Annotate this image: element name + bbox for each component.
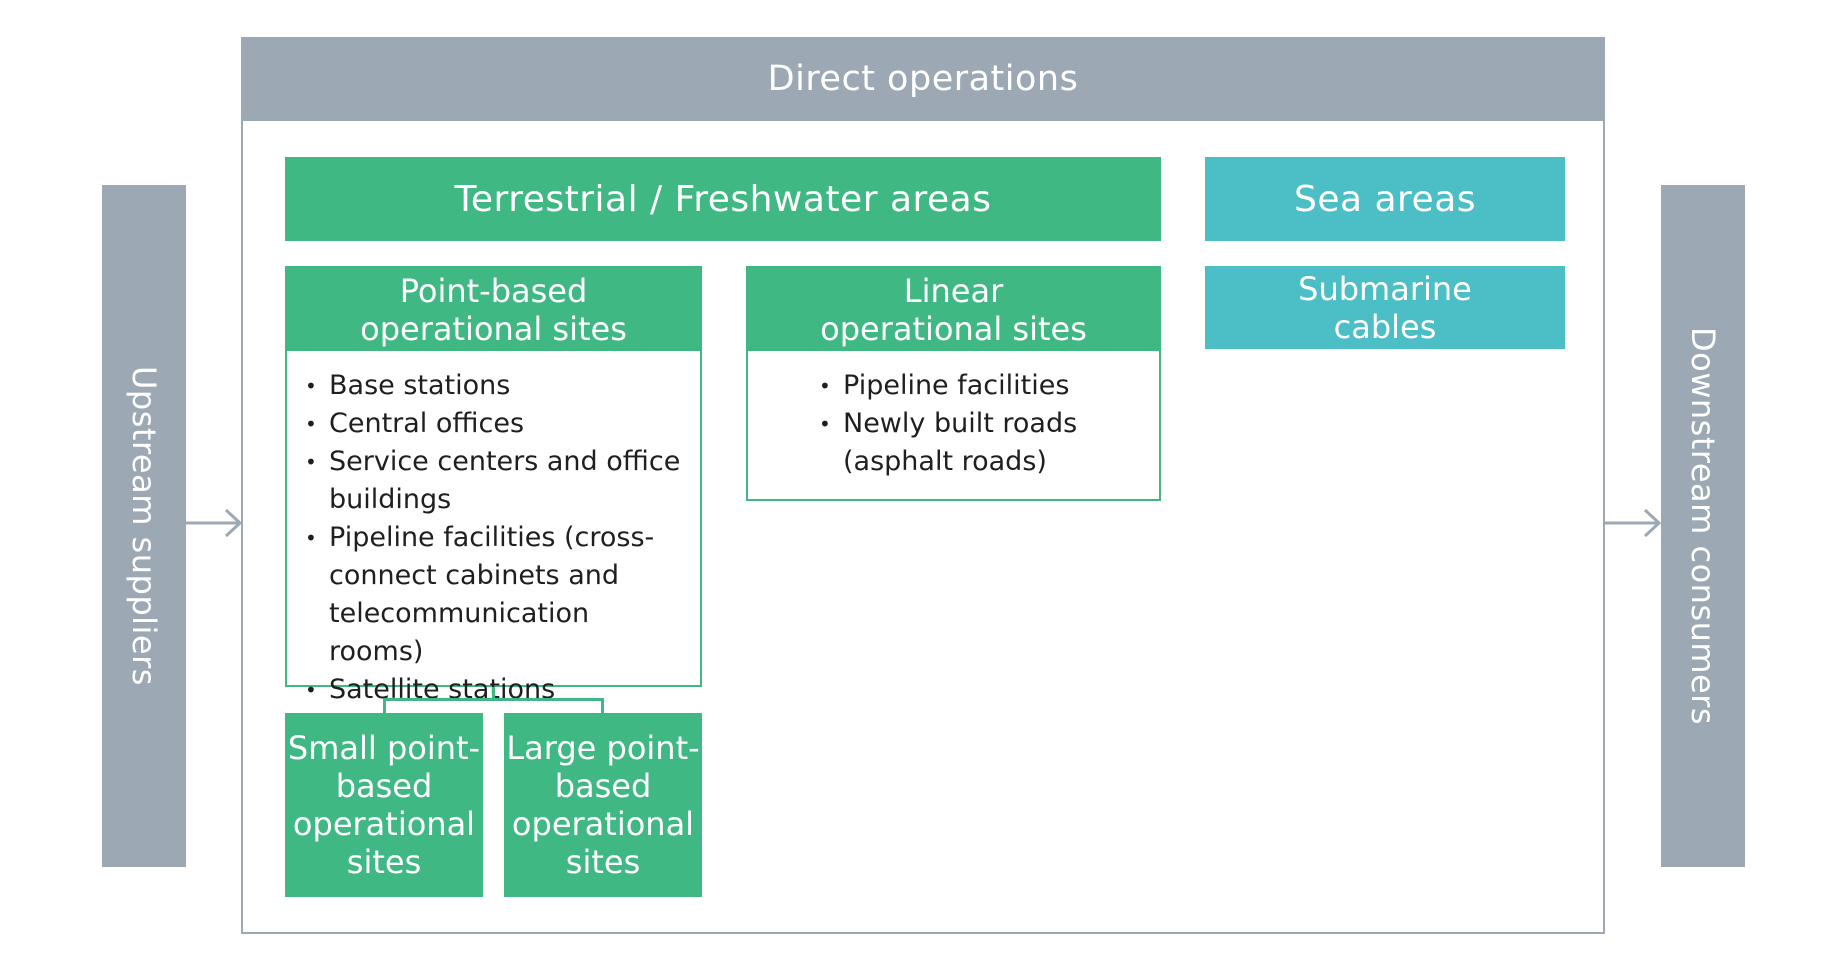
upstream-suppliers-label: Upstream suppliers	[125, 366, 163, 686]
linear-sites-list: Pipeline facilities Newly built roads (a…	[748, 351, 1159, 481]
point-based-sites-list: Base stations Central offices Service ce…	[287, 351, 700, 709]
point-based-title-line1: Point-based	[399, 271, 588, 310]
connector-horizontal	[383, 698, 604, 701]
small-point-based-sites-box: Small point- based operational sites	[285, 713, 483, 897]
linear-title-line1: Linear	[903, 271, 1004, 310]
large-line3: operational	[511, 805, 695, 843]
linear-sites-header: Linear operational sites	[748, 268, 1159, 351]
upstream-suppliers-bar: Upstream suppliers	[102, 185, 186, 867]
connector-stem	[492, 687, 495, 699]
point-based-sites-box: Point-based operational sites Base stati…	[285, 266, 702, 709]
downstream-arrow-icon	[1605, 508, 1662, 538]
upstream-arrow-icon	[186, 508, 243, 538]
connector-left-drop	[383, 698, 386, 713]
small-line1: Small point-	[287, 729, 481, 767]
large-line2: based	[554, 767, 652, 805]
submarine-line2: cables	[1333, 307, 1437, 346]
list-item: Newly built roads (asphalt roads)	[819, 405, 1151, 481]
point-based-sites-header: Point-based operational sites	[287, 268, 700, 351]
terrestrial-title: Terrestrial / Freshwater areas	[454, 178, 992, 220]
large-line1: Large point-	[506, 729, 700, 767]
terrestrial-band: Terrestrial / Freshwater areas	[285, 157, 1161, 241]
small-line3: operational	[292, 805, 476, 843]
list-item: Pipeline facilities	[819, 367, 1151, 405]
large-point-based-sites-box: Large point- based operational sites	[504, 713, 702, 897]
linear-sites-box: Linear operational sites Pipeline facili…	[746, 266, 1161, 501]
list-item: Pipeline facilities (cross-connect cabin…	[305, 519, 692, 671]
direct-operations-header: Direct operations	[241, 37, 1605, 121]
small-line4: sites	[346, 843, 422, 881]
list-item: Service centers and office buildings	[305, 443, 692, 519]
downstream-consumers-label: Downstream consumers	[1684, 326, 1722, 726]
submarine-line1: Submarine	[1298, 269, 1472, 308]
downstream-consumers-bar: Downstream consumers	[1661, 185, 1745, 867]
sea-areas-title: Sea areas	[1293, 178, 1477, 220]
small-line2: based	[335, 767, 433, 805]
linear-title-line2: operational sites	[820, 309, 1087, 348]
large-line4: sites	[565, 843, 641, 881]
list-item: Base stations	[305, 367, 692, 405]
list-item: Central offices	[305, 405, 692, 443]
point-based-title-line2: operational sites	[360, 309, 627, 348]
submarine-cables-box: Submarine cables	[1205, 266, 1565, 349]
sea-areas-band: Sea areas	[1205, 157, 1565, 241]
direct-operations-title: Direct operations	[767, 59, 1079, 99]
connector-right-drop	[601, 698, 604, 713]
